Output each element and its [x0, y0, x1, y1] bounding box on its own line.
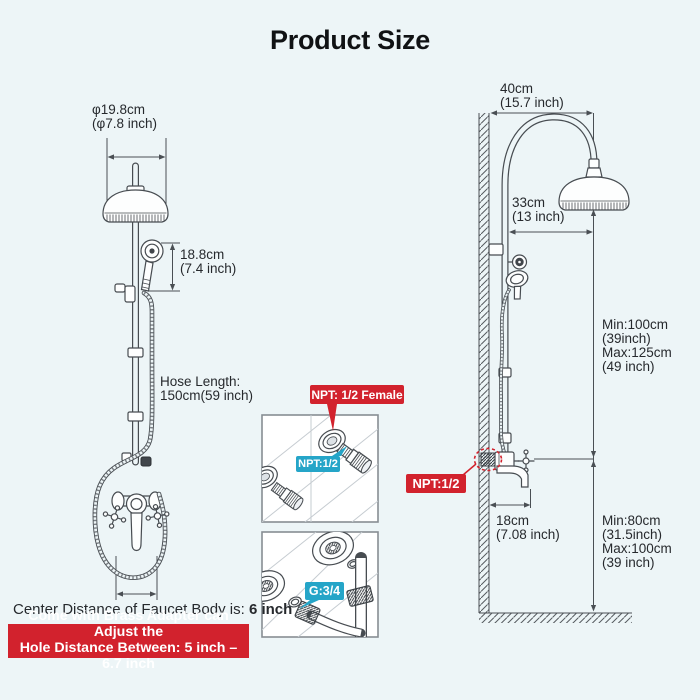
npt-half-tag: NPT:1/2	[296, 456, 340, 472]
wall-flange	[318, 428, 346, 454]
handheld-height-label: 18.8cm (7.4 inch)	[180, 247, 237, 276]
faucet-body	[111, 452, 162, 552]
lower-height-range-label: Min:80cm (31.5inch) Max:100cm (39 inch)	[602, 513, 672, 570]
wall-hatch	[478, 113, 490, 613]
slider-bracket	[124, 285, 136, 303]
diameter-dimension	[106, 138, 167, 208]
npt-callout-circle	[473, 447, 503, 472]
faucet-union	[294, 552, 374, 637]
female-label-pointer	[327, 404, 337, 431]
wall-nipple	[480, 452, 496, 467]
rain-shower-head-side	[558, 176, 630, 211]
tub-spout-side	[496, 465, 529, 488]
floor-hatch	[479, 612, 632, 623]
diverter-knob	[140, 456, 152, 467]
wall-faucet-side	[462, 447, 535, 488]
handheld-handle	[140, 260, 154, 292]
upper-height-range-label: Min:100cm (39inch) Max:125cm (49 inch)	[602, 317, 672, 374]
diverter-knob-side	[507, 254, 528, 270]
slider-knob	[114, 283, 126, 293]
brass-adapter-note: Come with Brass Adapter can Adjust the H…	[8, 609, 249, 672]
rain-shower-head	[102, 189, 169, 223]
wall-flange	[262, 465, 278, 489]
spout-reach-label: 18cm (7.08 inch)	[496, 513, 560, 542]
npt-half-wall-tag: NPT:1/2	[406, 474, 466, 493]
wall-bracket	[488, 243, 504, 256]
note-line-2: Hole Distance Between: 5 inch – 6.7 inch	[19, 640, 238, 672]
handheld-dimension	[148, 242, 180, 292]
center-distance-note: Center Distance of Faucet Body is: 6 inc…	[13, 601, 293, 618]
tub-spout	[130, 512, 143, 552]
inset-connection-detail	[261, 531, 379, 638]
g34-tag: G:3/4	[305, 582, 344, 600]
pipe-coupling	[127, 347, 144, 358]
handheld-shower-side	[498, 270, 529, 454]
g34-label-pointer	[299, 600, 319, 609]
cross-handle-left	[102, 505, 127, 529]
o-ring	[288, 596, 302, 608]
right-installation-diagram	[462, 110, 632, 623]
height-dimension	[534, 209, 597, 612]
shower-hose	[92, 290, 168, 580]
hose-length-label: Hose Length: 150cm(59 inch)	[160, 374, 254, 403]
pipe-coupling	[127, 411, 144, 422]
npt-callout-line	[462, 463, 477, 476]
handheld-shower	[114, 239, 164, 303]
inset-adapter-detail	[261, 404, 379, 523]
head-offset-dimension	[509, 229, 593, 235]
left-shower-diagram	[92, 138, 180, 600]
spray-nozzles	[562, 202, 627, 210]
npt-female-tag: NPT: 1/2 Female	[310, 385, 404, 404]
brass-adapter	[336, 442, 372, 474]
head-diameter-label: φ19.8cm (φ7.8 inch)	[92, 102, 158, 131]
npt-label-pointer	[332, 446, 347, 456]
brass-adapter	[270, 481, 304, 511]
spout-reach-dimension	[489, 489, 531, 508]
arm-reach-label: 40cm (15.7 inch)	[500, 81, 564, 110]
note-line-1: Come with Brass Adapter can Adjust the	[28, 608, 229, 641]
spray-nozzles	[106, 214, 165, 222]
cross-handle-right	[145, 504, 170, 528]
head-offset-label: 33cm (13 inch)	[512, 195, 565, 224]
head-connector	[585, 167, 603, 178]
wall-flange-large	[262, 570, 286, 602]
wall-flange-large	[312, 532, 354, 566]
page-title: Product Size	[270, 25, 430, 55]
